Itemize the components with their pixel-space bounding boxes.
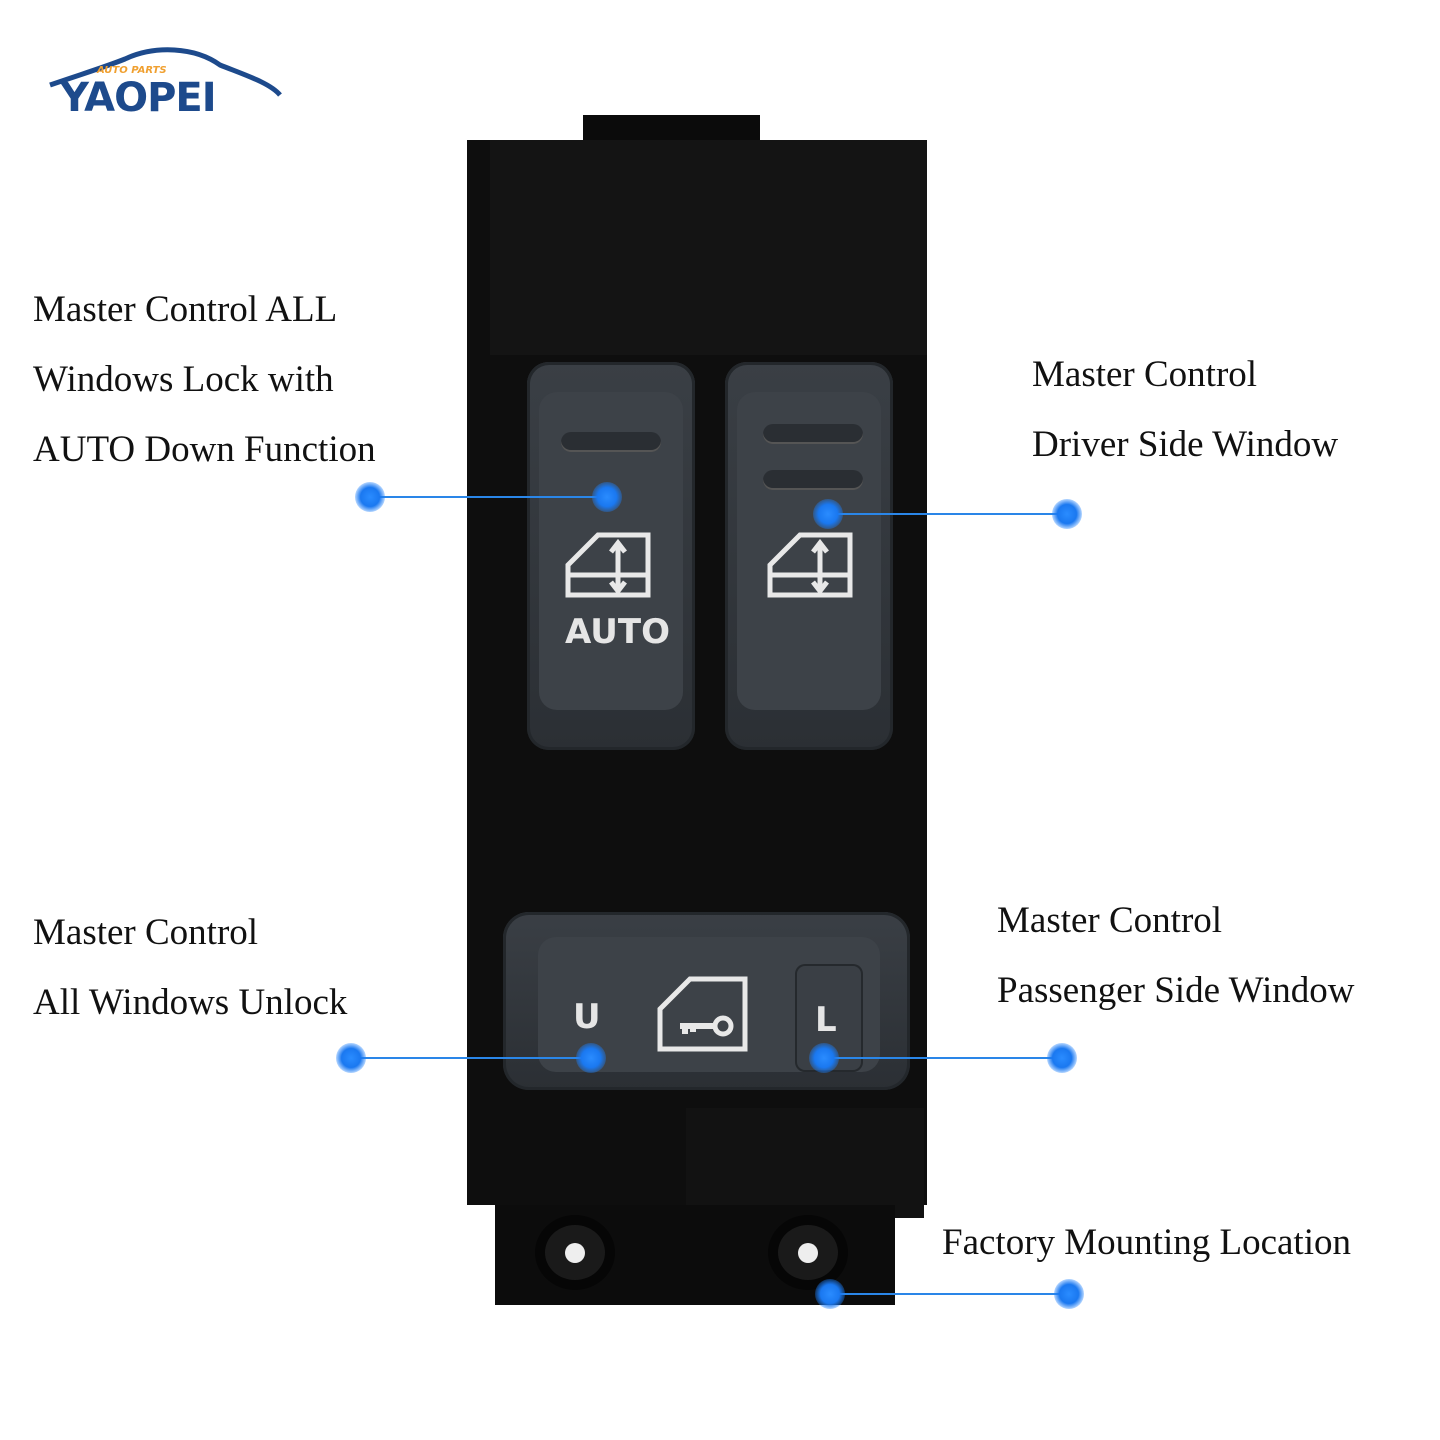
auto-label: AUTO	[565, 612, 670, 652]
callout-dot	[1047, 1043, 1077, 1073]
leader-line	[828, 513, 1067, 515]
leader-line	[370, 496, 607, 498]
auto-window-rocker: AUTO	[527, 362, 695, 750]
callout-dot	[592, 482, 622, 512]
callout-dot	[1052, 499, 1082, 529]
lock-label: L	[815, 1000, 837, 1040]
callout-dot	[809, 1043, 839, 1073]
leader-line	[830, 1293, 1069, 1295]
callout-dot	[815, 1279, 845, 1309]
brand-tagline: AUTO PARTS	[97, 65, 167, 76]
mounting-hole-right	[768, 1215, 848, 1290]
leader-line	[351, 1057, 591, 1059]
driver-window-rocker	[725, 362, 893, 750]
callout-dot	[813, 499, 843, 529]
car-silhouette-icon	[49, 47, 282, 97]
leader-line	[824, 1057, 1062, 1059]
window-up-down-icon	[767, 532, 853, 598]
callout-dot	[1054, 1279, 1084, 1309]
mounting-hole-left	[535, 1215, 615, 1290]
unlock-label: U	[573, 997, 601, 1037]
callout-dot	[355, 482, 385, 512]
door-lock-icon	[657, 976, 748, 1052]
callout-dot	[336, 1043, 366, 1073]
window-up-down-icon	[565, 532, 651, 598]
connector-block	[686, 1108, 924, 1218]
brand-logo: AUTO PARTS YAOPEI	[45, 45, 285, 125]
lock-unlock-rocker: U L	[503, 912, 910, 1090]
switch-top-panel	[490, 140, 927, 355]
brand-name: YAOPEI	[60, 75, 217, 121]
callout-dot	[576, 1043, 606, 1073]
